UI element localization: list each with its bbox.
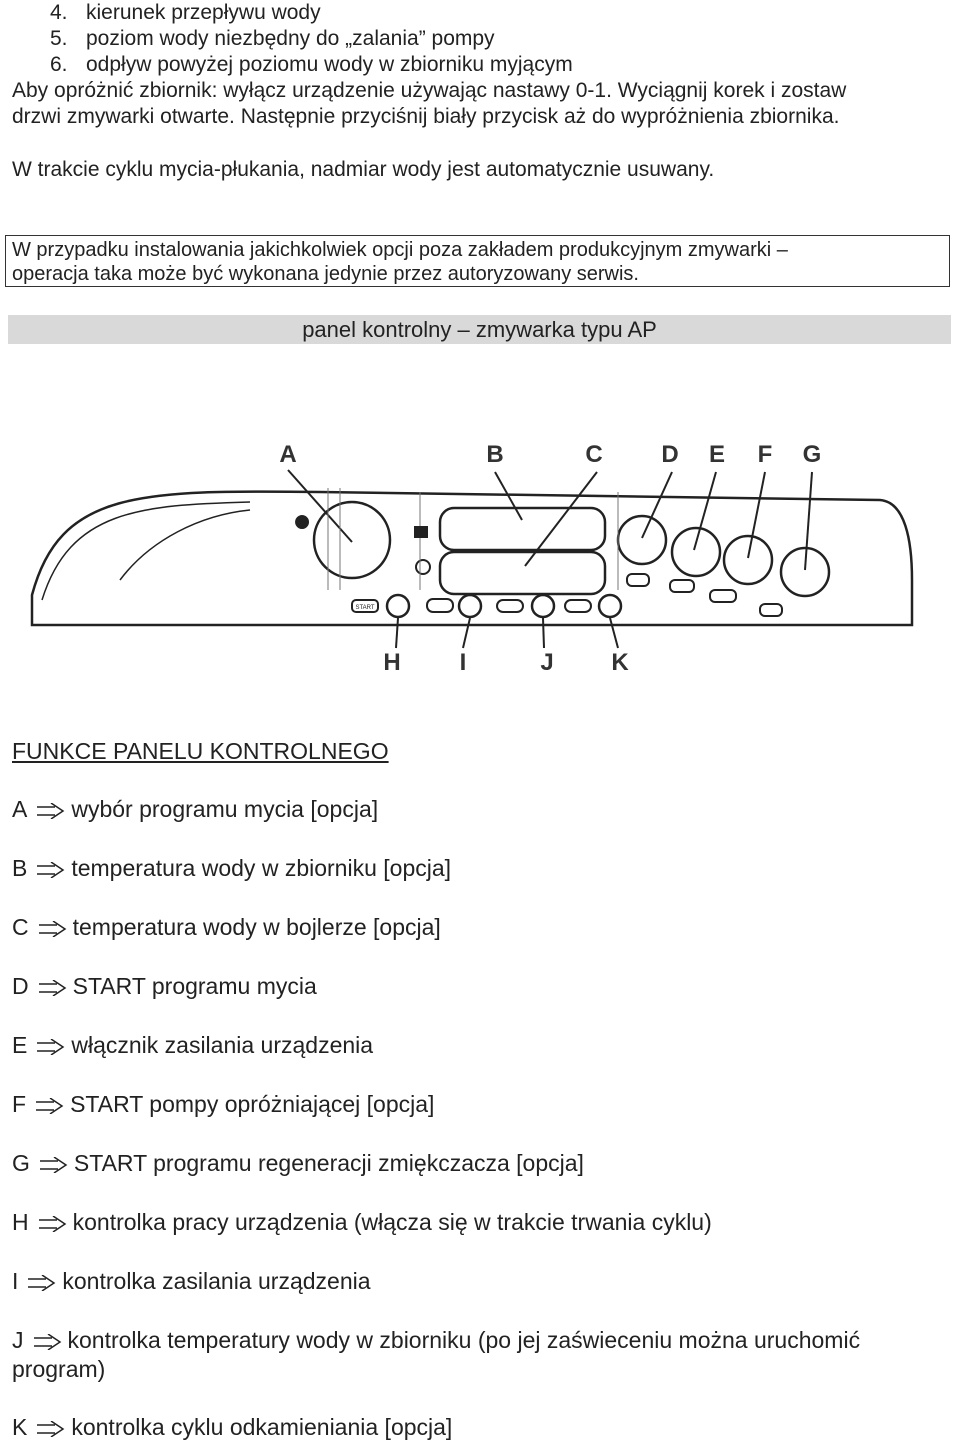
label-j: J <box>540 649 553 676</box>
arrow-right-icon <box>37 802 65 820</box>
drain-instructions-line2: drzwi zmywarki otwarte. Następnie przyci… <box>12 105 840 128</box>
program-knob <box>312 500 392 580</box>
lamp-j <box>530 593 556 619</box>
arrow-right-icon <box>37 1420 65 1438</box>
list-item: 5.poziom wody niezbędny do „zalania” pom… <box>50 27 495 50</box>
panel-heading-bar: panel kontrolny – zmywarka typu AP <box>8 315 951 344</box>
label-a: A <box>279 441 296 468</box>
section-title: FUNKCE PANELU KONTROLNEGO <box>12 738 389 764</box>
arrow-right-icon <box>28 1274 56 1292</box>
lamp-k <box>597 593 623 619</box>
label-d: D <box>661 441 678 468</box>
display-b <box>438 506 607 552</box>
arrow-right-icon <box>38 979 66 997</box>
button-f <box>722 534 774 586</box>
button-d <box>616 514 668 566</box>
arrow-right-icon <box>39 1156 68 1174</box>
service-note-line1: W przypadku instalowania jakichkolwiek o… <box>12 239 788 261</box>
function-item-j-cont: program) <box>12 1356 106 1382</box>
label-h: H <box>383 649 400 676</box>
service-note-line2: operacja taka może być wykonana jedynie … <box>12 263 639 285</box>
label-c: C <box>585 441 602 468</box>
button-e <box>670 526 722 578</box>
arrow-right-icon <box>37 1038 65 1056</box>
lamp-h <box>385 593 411 619</box>
arrow-right-icon <box>38 1215 66 1233</box>
arrow-right-icon <box>37 861 65 879</box>
arrow-right-icon <box>38 920 66 938</box>
button-g <box>779 546 831 598</box>
lamp-i <box>457 593 483 619</box>
label-f: F <box>758 441 773 468</box>
label-k: K <box>611 649 629 676</box>
display-c <box>438 550 607 596</box>
label-g: G <box>803 441 822 468</box>
water-icon <box>414 526 428 538</box>
start-label: START <box>355 605 374 611</box>
arrow-right-icon <box>36 1097 64 1115</box>
overflow-note: W trakcie cyklu mycia-płukania, nadmiar … <box>12 158 715 181</box>
label-b: B <box>486 441 503 468</box>
panel-heading: panel kontrolny – zmywarka typu AP <box>302 317 657 342</box>
drain-instructions-line1: Aby opróżnić zbiornik: wyłącz urządzenie… <box>12 79 847 102</box>
service-note-box: W przypadku instalowania jakichkolwiek o… <box>5 235 950 287</box>
label-e: E <box>709 441 725 468</box>
panel-outline <box>30 490 914 627</box>
control-panel-diagram: A B C D E F G H I J K START <box>30 441 914 676</box>
list-item: 4.kierunek przepływu wody <box>50 1 321 24</box>
label-i: I <box>460 649 467 676</box>
list-item: 6.odpływ powyżej poziomu wody w zbiornik… <box>50 53 573 76</box>
arrow-right-icon <box>33 1333 61 1351</box>
